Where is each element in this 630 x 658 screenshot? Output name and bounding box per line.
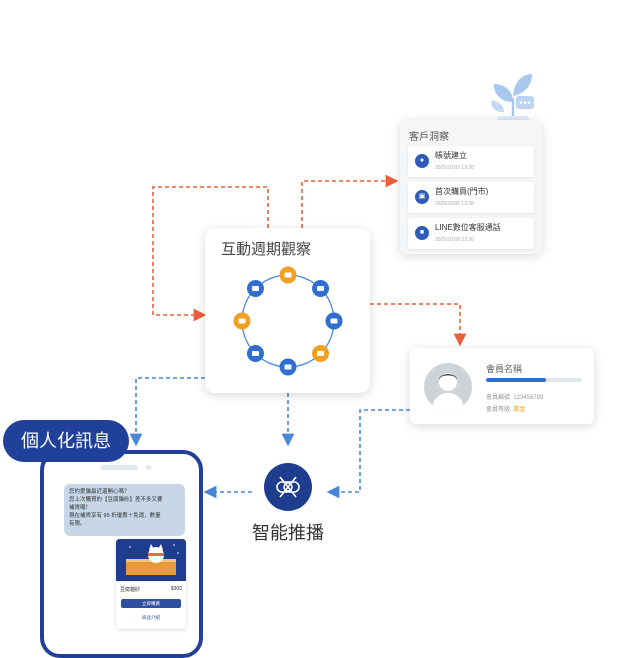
message-line: 您上次購買的【豆腐貓砂】差不多又要: [69, 497, 163, 503]
member-id: 會員編號: 123456789: [486, 395, 544, 401]
insight-title: 客戶洞察: [409, 132, 449, 143]
member-name-label: 會員名稱: [486, 364, 523, 374]
chat-icon: ■: [415, 226, 429, 240]
cart-icon-glyph: [317, 285, 325, 291]
message-line: 補貨囉！: [69, 505, 92, 511]
plant-chat-icon: [491, 74, 534, 122]
insight-item-label: LINE數位客服通話: [435, 223, 501, 232]
insight-item-label: 首次購買(門市): [435, 187, 489, 196]
insight-item-date: 2025/10/05 13:28: [435, 165, 474, 171]
megaphone-icon-glyph: [251, 285, 259, 291]
chat-icon-glyph: [251, 351, 259, 357]
cycle-nodes: [233, 266, 343, 376]
member-profile-card: 會員名稱 會員編號: 123456789 會員等級: 黃金: [410, 348, 594, 424]
phone-camera: [146, 465, 151, 470]
mail-icon-glyph: [284, 272, 292, 278]
chat-icon-glyph: [330, 318, 338, 324]
avatar: [424, 363, 472, 411]
arrow-center-to-member: [370, 303, 467, 347]
member-level-prefix: 會員等級:: [486, 407, 514, 413]
insight-item-label: 帳號建立: [435, 151, 467, 160]
phone-mockup: 您的愛貓最近還開心嗎？ 您上次購買的【豆腐貓砂】差不多又要 補貨囉！ 現在補貨享…: [40, 450, 203, 658]
cycle-diagram: [233, 266, 343, 376]
message-line: 有限。: [69, 521, 86, 527]
connector-arrows: [129, 174, 467, 499]
smart-push-label: 智能推播: [252, 523, 324, 543]
user-icon: ●: [415, 154, 429, 168]
insight-item: ■ LINE數位客服通話 2025/10/08 22:20: [408, 218, 534, 249]
customer-insight-card: 客戶洞察 ● 帳號建立 2025/10/05 13:28 ▣ 首次購買(門市) …: [400, 120, 542, 254]
insight-item-date: 2025/10/08 22:20: [435, 237, 474, 243]
store-icon-glyph: [238, 318, 246, 324]
member-level-bar: [486, 378, 582, 382]
arrow-member-to-push: [326, 409, 410, 499]
arrow-center-to-phone: [129, 377, 205, 447]
product-name: 豆腐貓砂: [120, 587, 141, 593]
insight-item: ▣ 首次購買(門市) 2025/10/05 13:38: [408, 182, 534, 213]
arrow-center-to-insight: [301, 174, 399, 228]
member-level-value: 黃金: [513, 407, 526, 413]
member-level: 會員等級: 黃金: [486, 404, 525, 413]
phone-notch: [100, 465, 138, 470]
chat-message: 您的愛貓最近還開心嗎？ 您上次購買的【豆腐貓砂】差不多又要 補貨囉！ 現在補貨享…: [64, 484, 185, 536]
message-line: 現在補貨享有 95 折優惠＋免運，數量: [69, 513, 161, 519]
cart-icon: ▣: [415, 190, 429, 204]
member-level-bar-fill: [486, 378, 546, 382]
insight-item-date: 2025/10/05 13:38: [435, 201, 474, 207]
mail-icon-glyph: [317, 351, 325, 357]
megaphone-icon-glyph: [284, 364, 292, 370]
cycle-title: 互動週期觀察: [221, 241, 312, 258]
buy-now-button[interactable]: 立即購買: [121, 599, 181, 608]
arrow-loop-to-center: [152, 186, 269, 322]
product-detail-link[interactable]: 商品介紹: [142, 615, 160, 620]
interaction-cycle-card: 互動週期觀察: [205, 228, 370, 393]
message-line: 您的愛貓最近還開心嗎？: [69, 489, 130, 495]
product-price: $300: [170, 586, 182, 592]
cat-product-image: [116, 539, 186, 581]
personalized-message-badge: 個人化訊息: [3, 420, 129, 462]
smart-push-icon: [264, 463, 312, 511]
insight-item: ● 帳號建立 2025/10/05 13:28: [408, 146, 534, 177]
product-card: 豆腐貓砂 $300 立即購買 商品介紹: [116, 539, 186, 629]
